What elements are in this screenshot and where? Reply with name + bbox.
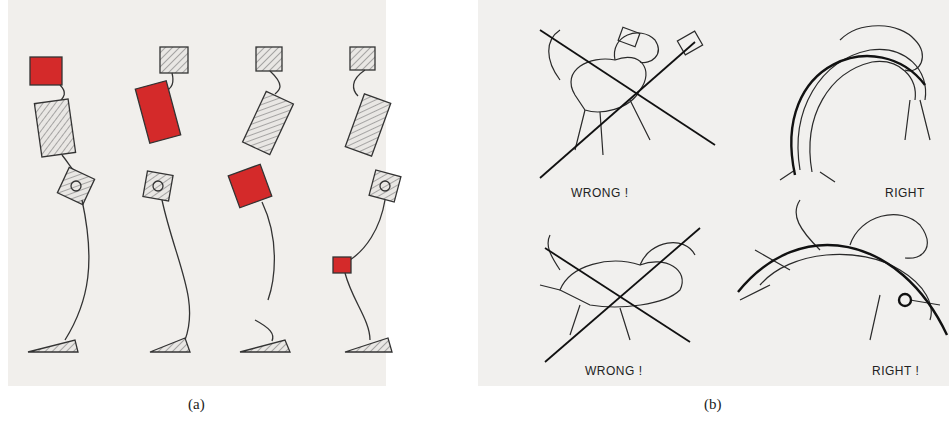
cat-sketch	[740, 200, 940, 340]
posture-figure-part	[350, 200, 385, 260]
posture-figure-part	[228, 164, 272, 208]
line-of-action-part	[738, 245, 947, 335]
posture-figure	[228, 47, 293, 352]
line-of-action-part	[899, 294, 911, 306]
posture-figure-part	[354, 70, 365, 96]
cat-sketch-part	[780, 100, 930, 182]
line-of-action-part	[791, 56, 925, 175]
verdict-label: RIGHT !	[872, 364, 919, 378]
posture-figure	[333, 47, 401, 352]
posture-figure-part	[160, 47, 188, 73]
posture-figure-part	[153, 181, 163, 191]
posture-figure-part	[345, 338, 392, 352]
posture-figure-part	[345, 94, 390, 156]
wrong-cross	[545, 228, 700, 362]
posture-figure-part	[369, 170, 401, 202]
posture-figure-part	[262, 202, 274, 300]
wrong-cross-part	[545, 248, 690, 342]
cat-sketch-part	[571, 57, 646, 111]
posture-figure-part	[380, 181, 390, 191]
panel-caption: (b)	[704, 396, 722, 413]
cat-sketch-part	[760, 254, 931, 320]
posture-figure	[135, 47, 190, 352]
posture-figure-part	[350, 47, 375, 70]
posture-figure-part	[345, 273, 370, 340]
cat-sketch-part	[840, 26, 922, 71]
posture-figure-part	[256, 47, 282, 71]
cat-sketch-part	[640, 243, 695, 265]
posture-figure	[28, 57, 95, 352]
panel-a-background	[8, 0, 386, 386]
cat-sketch-part	[740, 200, 940, 340]
cat-sketch-part	[540, 235, 630, 340]
cat-sketch-part	[677, 31, 702, 55]
posture-figure-part	[243, 91, 294, 154]
line-of-action	[738, 245, 947, 335]
posture-figure-part	[255, 320, 273, 341]
cat-sketch	[780, 26, 930, 182]
posture-figure-part	[150, 338, 190, 352]
posture-figure-part	[34, 99, 75, 157]
line-of-action	[791, 56, 925, 175]
verdict-label: RIGHT	[885, 186, 925, 200]
wrong-cross-part	[545, 228, 700, 362]
cat-sketch-part	[614, 33, 658, 63]
posture-figure-part	[65, 200, 89, 340]
wrong-cross-part	[540, 42, 695, 178]
posture-figure-part	[270, 71, 280, 94]
cat-sketch-part	[810, 61, 915, 172]
cat-sketch-part	[560, 261, 682, 307]
posture-figure-part	[135, 81, 180, 143]
posture-figure-part	[28, 340, 78, 352]
verdict-label: WRONG !	[585, 364, 643, 378]
posture-figure-part	[162, 200, 190, 340]
cat-sketch-part	[618, 27, 640, 46]
posture-figure-part	[57, 167, 94, 204]
posture-figure-part	[168, 73, 173, 90]
posture-figure-part	[30, 57, 62, 85]
cat-sketch	[540, 235, 695, 340]
posture-figure-part	[143, 171, 173, 201]
panel-b-background	[478, 0, 949, 386]
verdict-label: WRONG !	[571, 186, 629, 200]
posture-figure-part	[71, 181, 81, 191]
cat-sketch	[549, 27, 703, 155]
posture-figure-part	[333, 257, 351, 273]
wrong-cross	[540, 30, 715, 178]
posture-figure-part	[240, 340, 290, 352]
panel-caption: (a)	[188, 396, 205, 413]
